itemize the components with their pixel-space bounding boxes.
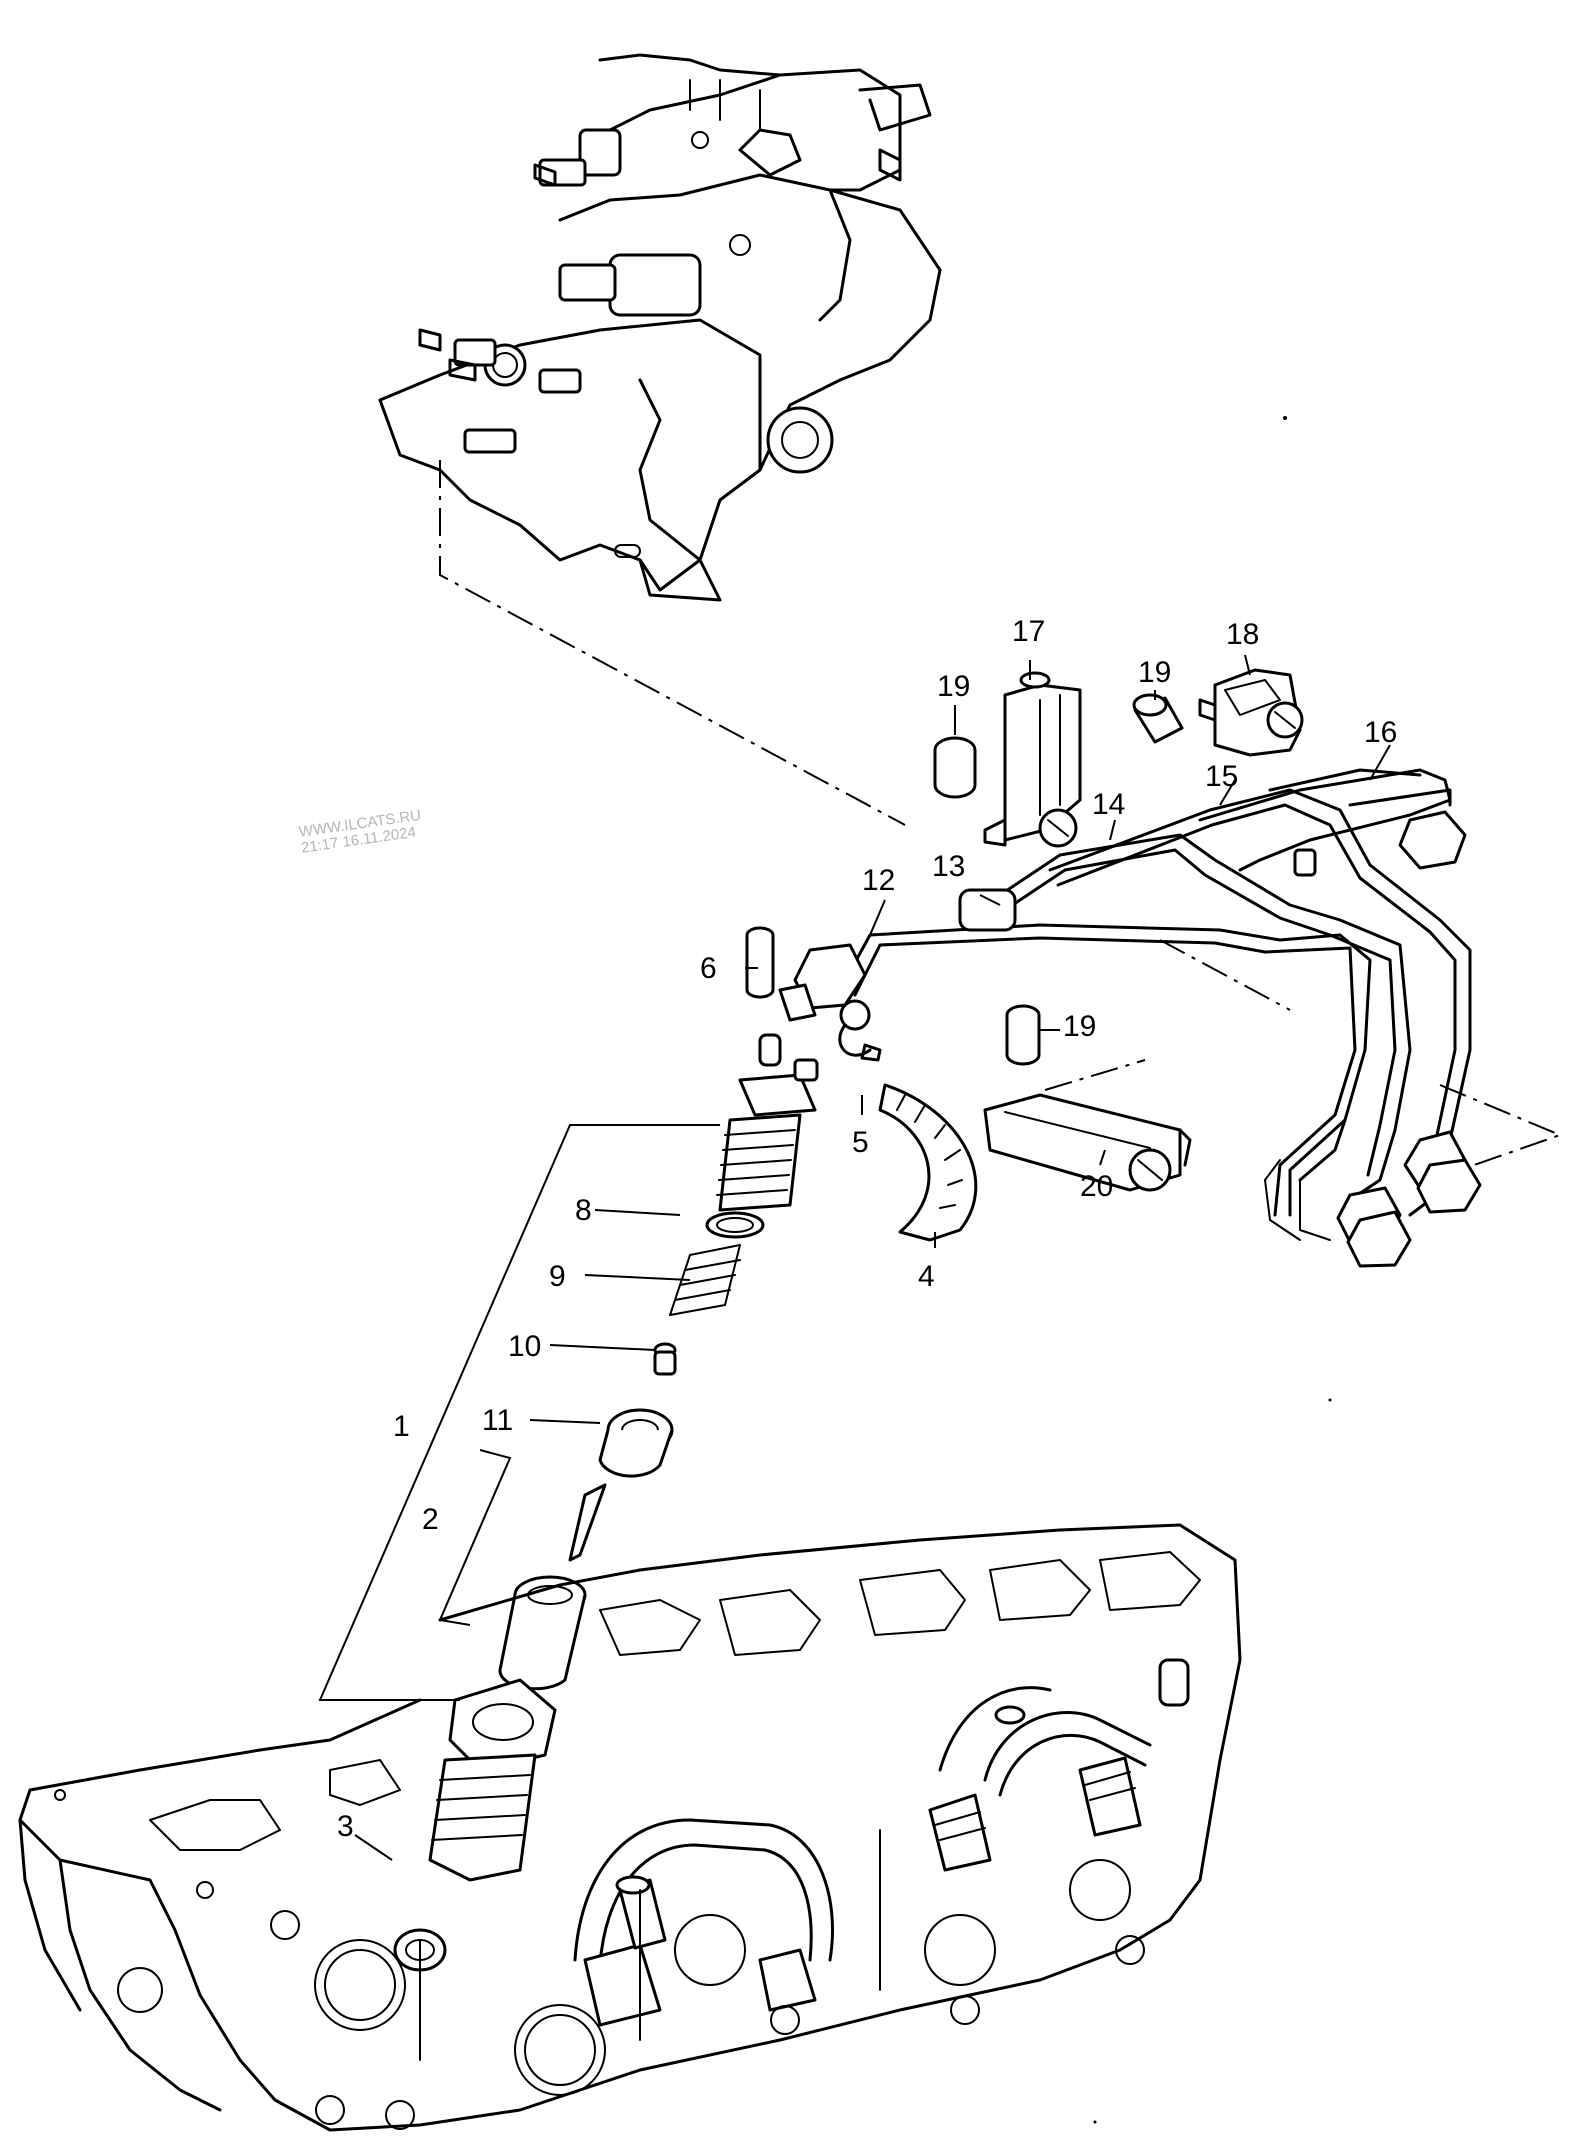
leader-lines — [354, 654, 1391, 1861]
rubber-sleeve-19c[interactable] — [1005, 1004, 1041, 1066]
rubber-sleeve-19b[interactable] — [1132, 693, 1184, 744]
injection-pump-icon[interactable] — [378, 53, 942, 602]
pipe-holder-17[interactable] — [983, 671, 1082, 848]
callout-13[interactable]: 13 — [932, 850, 966, 883]
callout-9[interactable]: 9 — [549, 1260, 566, 1293]
callout-19-top-right[interactable]: 19 — [1138, 656, 1172, 689]
alignment-line-pump — [439, 460, 906, 826]
callout-16[interactable]: 16 — [1364, 716, 1398, 749]
callout-5[interactable]: 5 — [852, 1126, 869, 1159]
callout-15[interactable]: 15 — [1205, 760, 1239, 793]
callout-18[interactable]: 18 — [1226, 618, 1260, 651]
callout-19-top-left[interactable]: 19 — [937, 670, 971, 703]
pipe-holder-20[interactable] — [983, 1093, 1192, 1192]
callout-17[interactable]: 17 — [1012, 615, 1046, 648]
alignment-line-pipes — [1159, 939, 1563, 1171]
callout-11[interactable]: 11 — [482, 1404, 514, 1437]
callout-12[interactable]: 12 — [862, 864, 896, 897]
injector-icon[interactable] — [393, 983, 819, 1972]
bracket-2 — [438, 1449, 512, 1626]
cap-icon-6[interactable] — [745, 926, 775, 999]
callout-20[interactable]: 20 — [1080, 1170, 1114, 1203]
pipe-holder-18[interactable] — [1198, 668, 1304, 757]
callout-2[interactable]: 2 — [422, 1503, 439, 1536]
callout-6[interactable]: 6 — [700, 952, 717, 985]
clamp-icon[interactable] — [838, 999, 882, 1062]
callout-8[interactable]: 8 — [575, 1194, 592, 1227]
callout-1[interactable]: 1 — [393, 1410, 410, 1443]
callout-19-lower[interactable]: 19 — [1063, 1010, 1097, 1043]
rubber-sleeve-19a[interactable] — [933, 736, 977, 799]
alignment-line-holder — [1044, 1059, 1146, 1091]
leak-off-hose-icon[interactable] — [878, 1083, 978, 1242]
callout-3[interactable]: 3 — [337, 1810, 354, 1843]
callout-10[interactable]: 10 — [508, 1330, 542, 1363]
cylinder-head-icon[interactable] — [18, 1523, 1242, 2132]
injection-pipes-icon[interactable] — [793, 768, 1482, 1268]
bracket-1 — [318, 1124, 720, 1701]
callout-4[interactable]: 4 — [918, 1260, 935, 1293]
callout-14[interactable]: 14 — [1092, 788, 1126, 821]
